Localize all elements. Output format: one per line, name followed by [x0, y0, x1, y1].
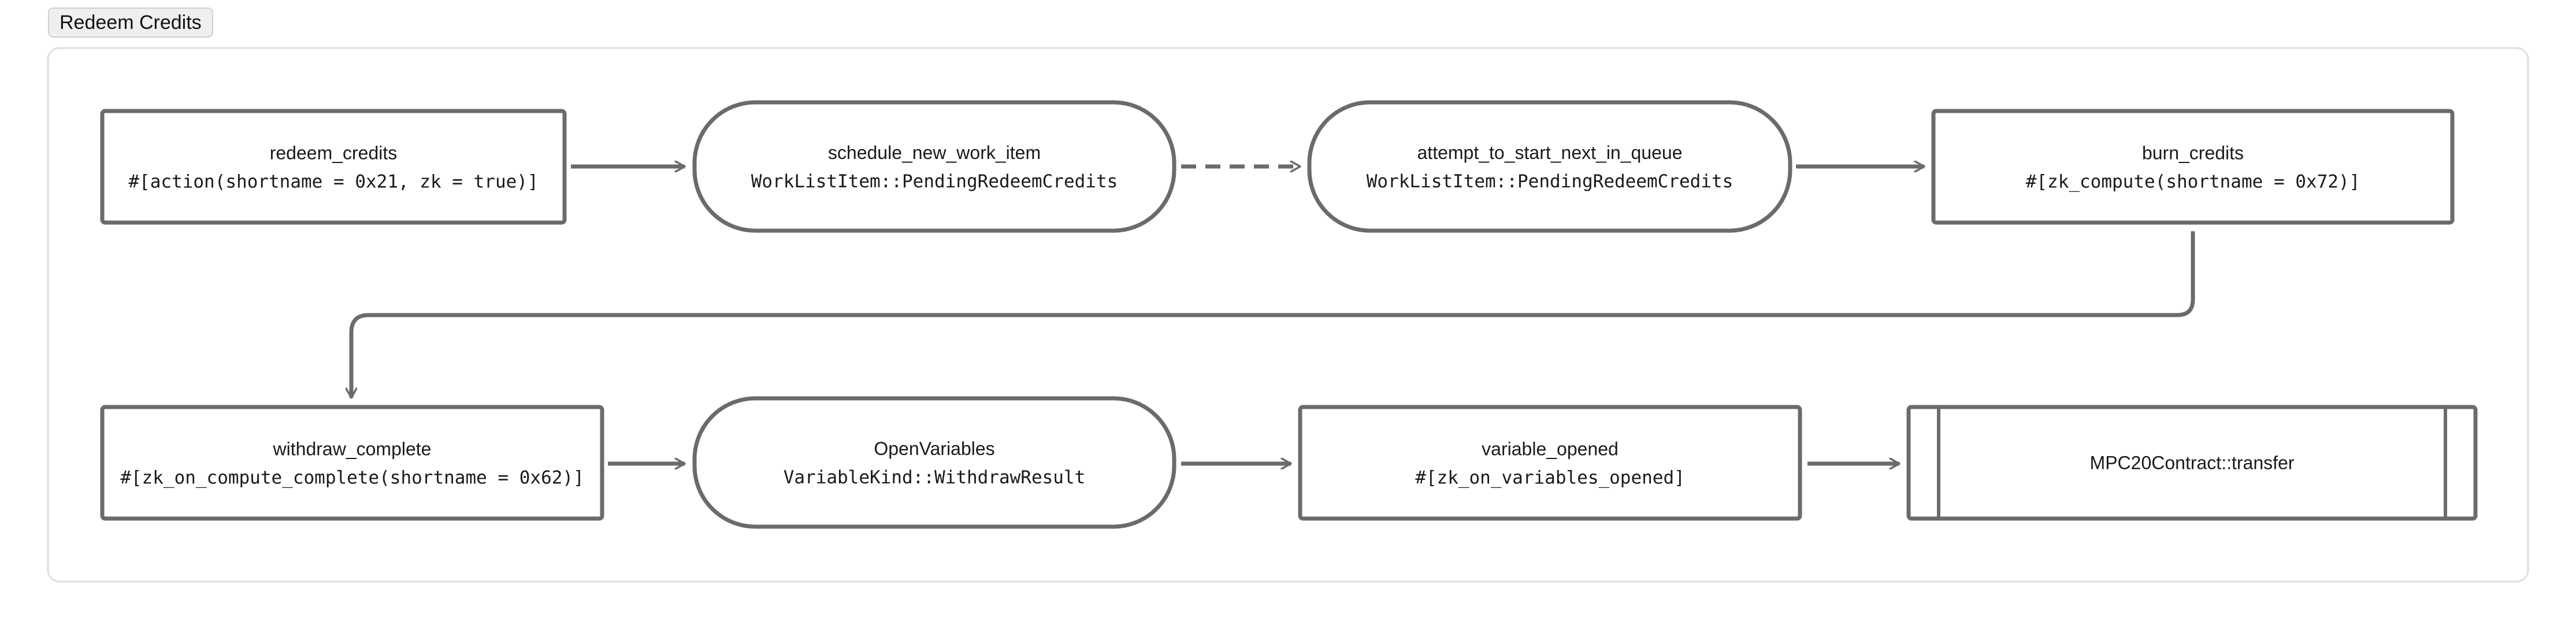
node-code-annotation: WorkListItem::PendingRedeemCredits	[751, 171, 1118, 192]
node-shape	[100, 405, 604, 521]
edge-burn-credits-to-withdraw-complete	[351, 231, 2195, 398]
node-code-annotation: #[zk_on_variables_opened]	[1415, 468, 1685, 489]
node-variable-opened[interactable]: variable_opened #[zk_on_variables_opened]	[1298, 405, 1802, 521]
node-attempt-to-start-next-in-queue[interactable]: attempt_to_start_next_in_queueWorkListIt…	[1307, 100, 1792, 233]
node-shape	[692, 100, 1176, 233]
node-code-annotation: VariableKind::WithdrawResult	[784, 467, 1086, 488]
node-shape	[1307, 100, 1792, 233]
node-code-annotation: #[action(shortname = 0x21, zk = true)]	[128, 172, 538, 193]
node-title: burn_credits	[2142, 143, 2244, 164]
node-shape	[692, 396, 1176, 529]
node-title: redeem_credits	[270, 143, 398, 164]
node-shape	[100, 109, 567, 225]
diagram-tab-redeem-credits[interactable]: Redeem Credits	[48, 8, 213, 38]
node-shape	[1931, 109, 2455, 225]
node-code-annotation: WorkListItem::PendingRedeemCredits	[1367, 171, 1734, 192]
node-schedule-new-work-item[interactable]: schedule_new_work_itemWorkListItem::Pend…	[692, 100, 1176, 233]
node-open-variables[interactable]: OpenVariablesVariableKind::WithdrawResul…	[692, 396, 1176, 529]
node-title: variable_opened	[1482, 439, 1619, 460]
node-withdraw-complete[interactable]: withdraw_complete #[zk_on_compute_complet…	[100, 405, 604, 521]
diagram-tab-label: Redeem Credits	[60, 11, 202, 34]
node-title: OpenVariables	[874, 438, 994, 459]
node-code-annotation: #[zk_on_compute_complete(shortname = 0x6…	[120, 468, 584, 489]
node-title: attempt_to_start_next_in_queue	[1417, 142, 1683, 163]
node-redeem-credits[interactable]: redeem_credits #[action(shortname = 0x21,…	[100, 109, 567, 225]
node-shape	[1298, 405, 1802, 521]
node-mpc20-transfer[interactable]: MPC20Contract::transfer	[1906, 405, 2478, 521]
node-code-annotation: #[zk_compute(shortname = 0x72)]	[2026, 172, 2360, 193]
node-title: withdraw_complete	[273, 439, 432, 460]
nodes-layer: redeem_credits #[action(shortname = 0x21,…	[100, 100, 2478, 529]
node-title: MPC20Contract::transfer	[2090, 453, 2295, 473]
node-shape	[1906, 405, 2478, 521]
edges-layer	[351, 166, 2195, 464]
node-title: schedule_new_work_item	[828, 142, 1041, 163]
node-burn-credits[interactable]: burn_credits #[zk_compute(shortname = 0x7…	[1931, 109, 2455, 225]
